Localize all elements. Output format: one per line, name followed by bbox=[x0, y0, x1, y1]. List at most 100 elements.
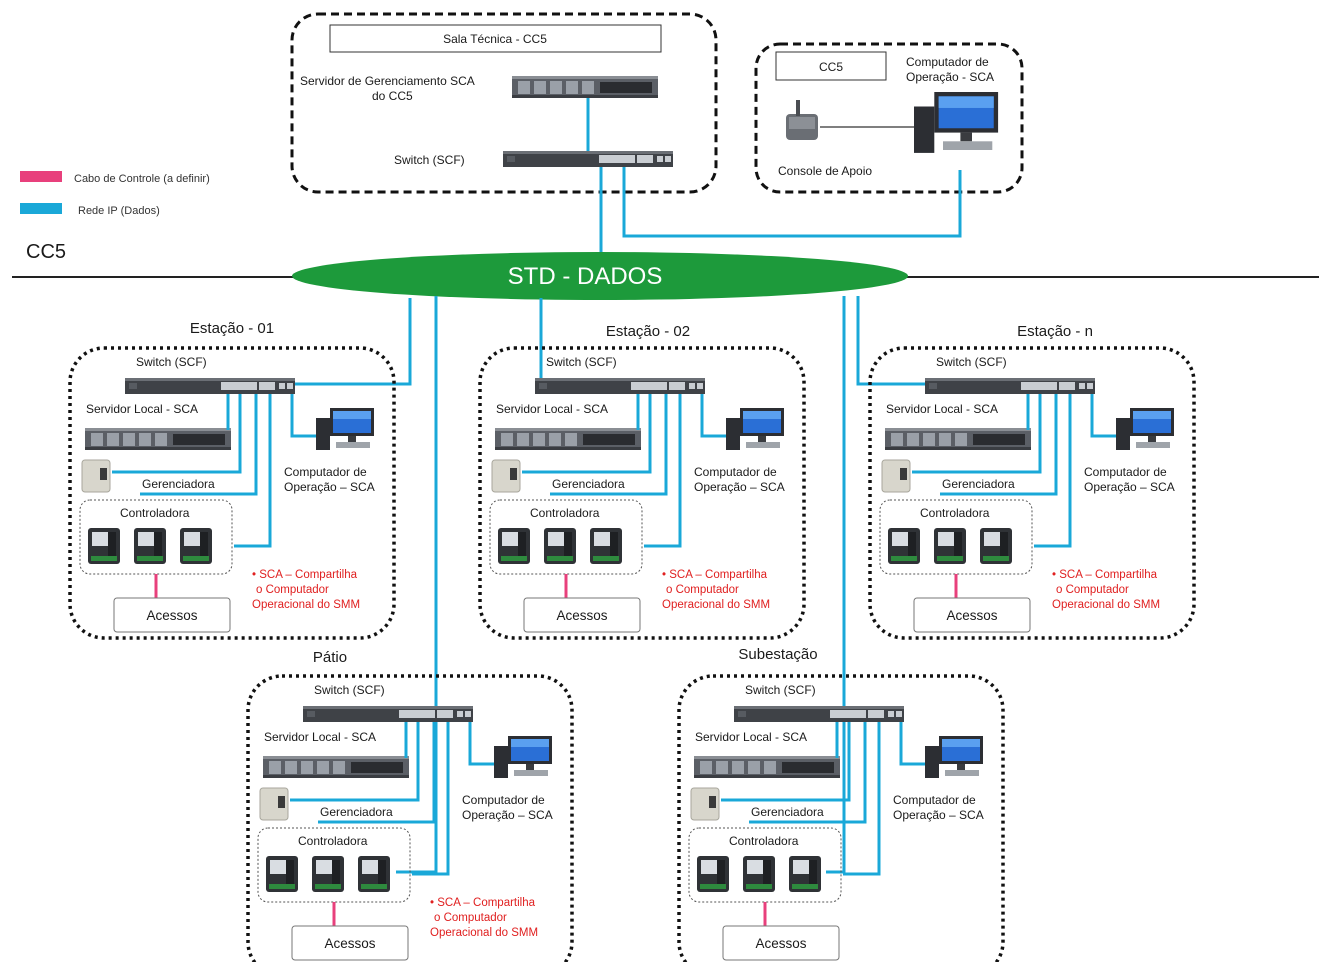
ip-link-switch-manager bbox=[912, 394, 1042, 474]
site-manager-label: Gerenciadora bbox=[142, 477, 215, 491]
ip-link-switch-manager-2 bbox=[318, 722, 436, 824]
site-access-label: Acessos bbox=[556, 608, 607, 623]
site-boundary bbox=[677, 674, 1005, 962]
site-controller-label: Controladora bbox=[920, 506, 990, 520]
site-controller-icon bbox=[697, 856, 729, 892]
site-computer-label-2: Operação – SCA bbox=[462, 808, 553, 822]
site-server-icon bbox=[694, 756, 840, 778]
site-computer-label-2: Operação – SCA bbox=[1084, 480, 1175, 494]
ip-link-switch-computer bbox=[290, 394, 316, 438]
site-manager-label: Gerenciadora bbox=[751, 805, 824, 819]
legend-control-label: Cabo de Controle (a definir) bbox=[74, 173, 210, 185]
site-switch-icon bbox=[303, 706, 473, 722]
operation-computer-label-2: Operação - SCA bbox=[906, 70, 994, 84]
site-title: Pátio bbox=[313, 649, 347, 666]
site-access-box bbox=[722, 925, 840, 961]
ip-link-switch-computer bbox=[700, 394, 726, 438]
site-note-line-2: o Computador bbox=[666, 584, 739, 596]
core-switch-icon bbox=[503, 151, 673, 167]
management-server-label-2: do CC5 bbox=[372, 89, 413, 103]
site-controller-label: Controladora bbox=[120, 506, 190, 520]
operation-room-boundary bbox=[754, 42, 1024, 194]
legend-control-swatch bbox=[20, 171, 62, 182]
site-access-label: Acessos bbox=[946, 608, 997, 623]
ip-link-std-stationn bbox=[856, 296, 925, 386]
ip-link-switch-controllers bbox=[412, 722, 450, 876]
site-manager-icon bbox=[690, 787, 720, 821]
std-dados-ellipse bbox=[292, 252, 908, 300]
ip-link-std-station02 bbox=[539, 298, 545, 386]
site-access-box bbox=[113, 597, 231, 633]
ip-link-std-patio bbox=[396, 296, 438, 874]
ip-link-switch-computer bbox=[1090, 394, 1116, 438]
operation-computer-icon bbox=[914, 92, 999, 153]
site-boundary bbox=[868, 346, 1196, 640]
ip-link-switch-manager-2 bbox=[749, 722, 867, 824]
core-switch-label: Switch (SCF) bbox=[394, 153, 465, 167]
site-controller-icon bbox=[544, 528, 576, 564]
site-controller-group bbox=[489, 499, 643, 575]
technical-room: Sala Técnica - CC5 Servidor de Gerenciam… bbox=[290, 12, 718, 194]
site-server-label: Servidor Local - SCA bbox=[886, 402, 998, 416]
site-ip-links bbox=[721, 722, 925, 876]
site-computer-icon bbox=[316, 408, 374, 450]
site-manager-icon bbox=[491, 459, 521, 493]
management-server-icon bbox=[512, 76, 658, 98]
cc5-zone-label: CC5 bbox=[26, 241, 66, 263]
operation-room: CC5 Computador de Operação - SCA Console… bbox=[754, 42, 1024, 194]
site-server-label: Servidor Local - SCA bbox=[264, 730, 376, 744]
ip-link-std-substation bbox=[826, 296, 846, 874]
site-controller-group bbox=[688, 827, 842, 903]
site-computer-label: Computador de bbox=[893, 793, 976, 807]
site-controller-icon bbox=[312, 856, 344, 892]
operation-room-title: CC5 bbox=[819, 60, 843, 74]
site-note-line-3: Operacional do SMM bbox=[662, 599, 770, 611]
site-server-icon bbox=[263, 756, 409, 778]
site-server-label: Servidor Local - SCA bbox=[496, 402, 608, 416]
site-title: Estação - 01 bbox=[190, 320, 274, 337]
legend-ip-swatch bbox=[20, 203, 62, 214]
technical-room-title: Sala Técnica - CC5 bbox=[443, 32, 547, 46]
site-switch-label: Switch (SCF) bbox=[745, 683, 816, 697]
site-switch-icon bbox=[734, 706, 904, 722]
site-server-icon bbox=[885, 428, 1031, 450]
site-controller-icon bbox=[498, 528, 530, 564]
site-switch-label: Switch (SCF) bbox=[136, 355, 207, 369]
ip-link-switch-manager-2 bbox=[940, 394, 1058, 496]
site-controller-label: Controladora bbox=[298, 834, 368, 848]
site-controller-icon bbox=[266, 856, 298, 892]
site-note-line-2: o Computador bbox=[256, 584, 329, 596]
site-server-label: Servidor Local - SCA bbox=[86, 402, 198, 416]
station-sites: Estação - 01 Switch (SCF) Servidor Local -… bbox=[68, 320, 1196, 962]
legend-ip-label: Rede IP (Dados) bbox=[78, 205, 160, 217]
operation-room-title-box bbox=[775, 51, 887, 81]
site-boundary bbox=[246, 674, 574, 962]
site-computer-icon bbox=[726, 408, 784, 450]
site-access-label: Acessos bbox=[755, 936, 806, 951]
site-title: Estação - n bbox=[1017, 323, 1093, 340]
ip-link-switch-manager bbox=[112, 394, 242, 474]
site-controller-icon bbox=[980, 528, 1012, 564]
site-computer-icon bbox=[1116, 408, 1174, 450]
ip-link-switch-computer bbox=[468, 722, 494, 766]
management-server-label: Servidor de Gerenciamento SCA bbox=[300, 74, 475, 88]
top-ip-links bbox=[586, 98, 962, 262]
ip-link-std-station01 bbox=[295, 298, 412, 386]
site-manager-icon bbox=[259, 787, 289, 821]
support-console-icon bbox=[786, 100, 818, 140]
std-site-links bbox=[295, 296, 925, 874]
site-computer-label: Computador de bbox=[462, 793, 545, 807]
ip-link-switch-manager bbox=[721, 722, 851, 802]
site-boundary bbox=[68, 346, 396, 640]
site-ip-links bbox=[912, 394, 1116, 548]
site-manager-icon bbox=[881, 459, 911, 493]
site-computer-label: Computador de bbox=[1084, 465, 1167, 479]
site-switch-label: Switch (SCF) bbox=[314, 683, 385, 697]
ip-link-switch-manager bbox=[522, 394, 652, 474]
site-controller-icon bbox=[590, 528, 622, 564]
site-manager-label: Gerenciadora bbox=[552, 477, 625, 491]
